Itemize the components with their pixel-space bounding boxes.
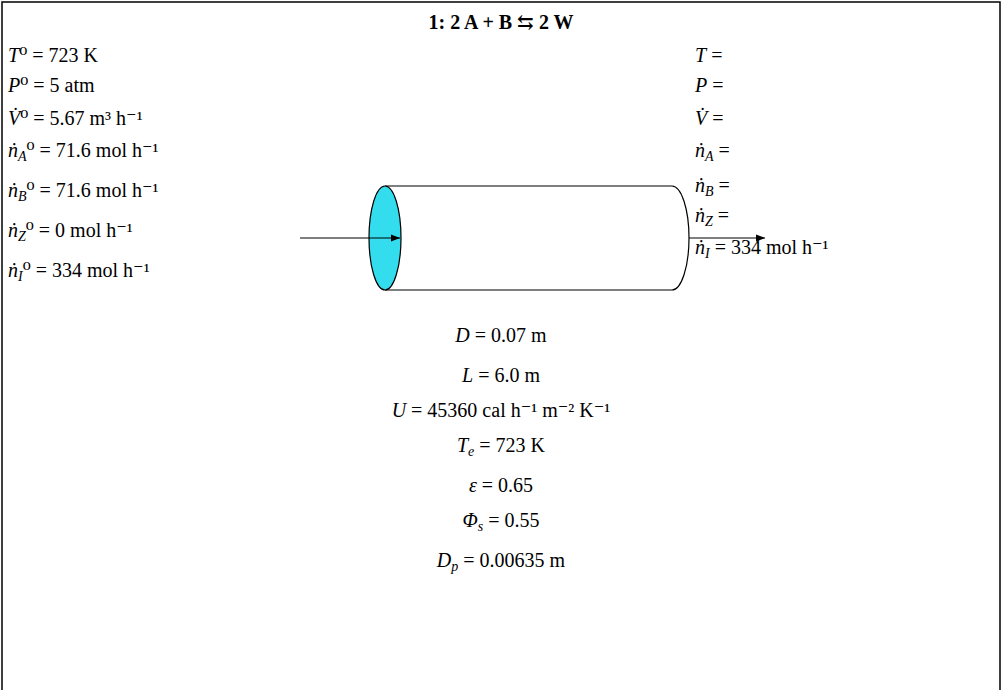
parameter-label: ṅI = 334 mol h⁻¹ <box>695 235 829 259</box>
reaction-title: 1: 2 A + B ⇆ 2 W <box>428 10 573 34</box>
parameter-label: ṅZ⁰ = 0 mol h⁻¹ <box>8 218 133 242</box>
inlet-arrow <box>300 237 400 238</box>
parameter-label: T = <box>695 43 722 67</box>
parameter-label: ṅB⁰ = 71.6 mol h⁻¹ <box>8 178 159 202</box>
parameter-label: T⁰ = 723 K <box>8 43 98 67</box>
parameter-label: ṅB = <box>695 173 730 197</box>
parameter-label: ṅA⁰ = 71.6 mol h⁻¹ <box>8 138 159 162</box>
parameter-label: U = 45360 cal h⁻¹ m⁻² K⁻¹ <box>392 398 611 422</box>
parameter-label: D = 0.07 m <box>455 323 546 347</box>
parameter-label: V̇ = <box>695 106 724 130</box>
parameter-label: Φs = 0.55 <box>463 508 540 532</box>
parameter-label: ṅA = <box>695 138 730 162</box>
parameter-label: L = 6.0 m <box>462 363 540 387</box>
parameter-label: ṅZ = <box>695 203 729 227</box>
parameter-label: V̇⁰ = 5.67 m³ h⁻¹ <box>8 106 143 130</box>
parameter-label: ṅI⁰ = 334 mol h⁻¹ <box>8 258 150 282</box>
parameter-label: Dp = 0.00635 m <box>437 548 565 572</box>
parameter-label: P⁰ = 5 atm <box>8 73 95 97</box>
reactor-tube <box>385 186 689 290</box>
parameter-label: Te = 723 K <box>457 433 545 457</box>
parameter-label: P = <box>695 73 724 97</box>
parameter-label: ε = 0.65 <box>469 473 533 497</box>
